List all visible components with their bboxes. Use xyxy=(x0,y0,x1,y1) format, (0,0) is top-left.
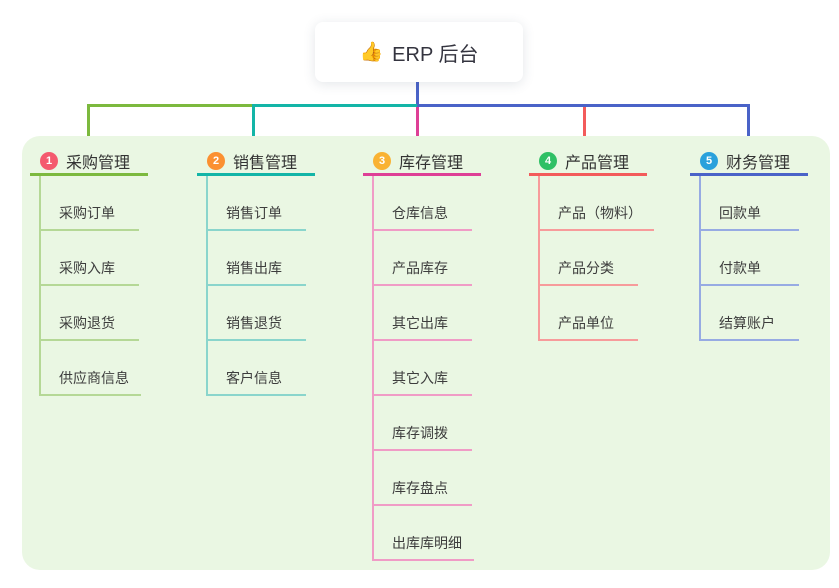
branch-title-label: 采购管理 xyxy=(66,154,131,172)
child-node[interactable]: 采购入库 xyxy=(41,231,139,286)
child-node[interactable]: 客户信息 xyxy=(208,341,306,396)
branch-children: 回款单 付款单 结算账户 xyxy=(699,176,830,341)
child-node[interactable]: 库存盘点 xyxy=(374,451,472,506)
connector-drop-inventory xyxy=(416,107,419,149)
branch-number-badge: 2 xyxy=(207,151,225,170)
child-node[interactable]: 出库库明细 xyxy=(374,506,474,561)
branch-children: 产品（物料） 产品分类 产品单位 xyxy=(538,176,669,341)
branch-children: 销售订单 销售出库 销售退货 客户信息 xyxy=(206,176,337,396)
branch-product-management: 4 产品管理 产品（物料） 产品分类 产品单位 xyxy=(529,148,669,341)
branch-title-purchase[interactable]: 1 采购管理 xyxy=(30,148,148,176)
branch-number-badge: 4 xyxy=(539,151,557,170)
child-node[interactable]: 其它出库 xyxy=(374,286,472,341)
branch-inventory-management: 3 库存管理 仓库信息 产品库存 其它出库 其它入库 库存调拨 库存盘点 出库库… xyxy=(363,148,503,561)
branch-title-label: 财务管理 xyxy=(726,154,791,172)
child-node[interactable]: 产品（物料） xyxy=(540,176,654,231)
child-node[interactable]: 付款单 xyxy=(701,231,799,286)
child-node[interactable]: 库存调拨 xyxy=(374,396,472,451)
connector-bus-green xyxy=(87,104,255,107)
branch-children: 仓库信息 产品库存 其它出库 其它入库 库存调拨 库存盘点 出库库明细 xyxy=(372,176,503,561)
branch-title-product[interactable]: 4 产品管理 xyxy=(529,148,647,176)
branch-title-sales[interactable]: 2 销售管理 xyxy=(197,148,315,176)
connector-drop-purchase xyxy=(87,104,90,149)
child-node[interactable]: 销售出库 xyxy=(208,231,306,286)
root-node-label: ERP 后台 xyxy=(392,43,479,66)
branch-number-badge: 5 xyxy=(700,151,718,170)
child-node[interactable]: 其它入库 xyxy=(374,341,472,396)
branch-title-label: 库存管理 xyxy=(399,154,464,172)
connector-drop-sales xyxy=(252,104,255,149)
branch-number-badge: 3 xyxy=(373,151,391,170)
branch-title-finance[interactable]: 5 财务管理 xyxy=(690,148,808,176)
child-node[interactable]: 产品库存 xyxy=(374,231,472,286)
branches-panel xyxy=(22,136,830,570)
child-node[interactable]: 销售退货 xyxy=(208,286,306,341)
branch-sales-management: 2 销售管理 销售订单 销售出库 销售退货 客户信息 xyxy=(197,148,337,396)
thumbs-up-icon: 👍 xyxy=(359,42,384,63)
connector-drop-product xyxy=(583,107,586,149)
child-node[interactable]: 采购订单 xyxy=(41,176,139,231)
child-node[interactable]: 销售订单 xyxy=(208,176,306,231)
branch-finance-management: 5 财务管理 回款单 付款单 结算账户 xyxy=(690,148,830,341)
root-node[interactable]: 👍 ERP 后台 xyxy=(315,22,523,82)
branch-children: 采购订单 采购入库 采购退货 供应商信息 xyxy=(39,176,170,396)
child-node[interactable]: 仓库信息 xyxy=(374,176,472,231)
child-node[interactable]: 回款单 xyxy=(701,176,799,231)
branch-number-badge: 1 xyxy=(40,151,58,170)
connector-bus-teal xyxy=(254,104,417,107)
child-node[interactable]: 产品分类 xyxy=(540,231,638,286)
child-node[interactable]: 采购退货 xyxy=(41,286,139,341)
branch-title-label: 销售管理 xyxy=(233,154,298,172)
branch-title-label: 产品管理 xyxy=(565,154,630,172)
child-node[interactable]: 产品单位 xyxy=(540,286,638,341)
branch-title-inventory[interactable]: 3 库存管理 xyxy=(363,148,481,176)
connector-root-drop xyxy=(416,82,419,106)
connector-bus-blue xyxy=(417,104,750,107)
connector-drop-finance xyxy=(747,104,750,149)
child-node[interactable]: 结算账户 xyxy=(701,286,799,341)
branch-purchase-management: 1 采购管理 采购订单 采购入库 采购退货 供应商信息 xyxy=(30,148,170,396)
child-node[interactable]: 供应商信息 xyxy=(41,341,141,396)
